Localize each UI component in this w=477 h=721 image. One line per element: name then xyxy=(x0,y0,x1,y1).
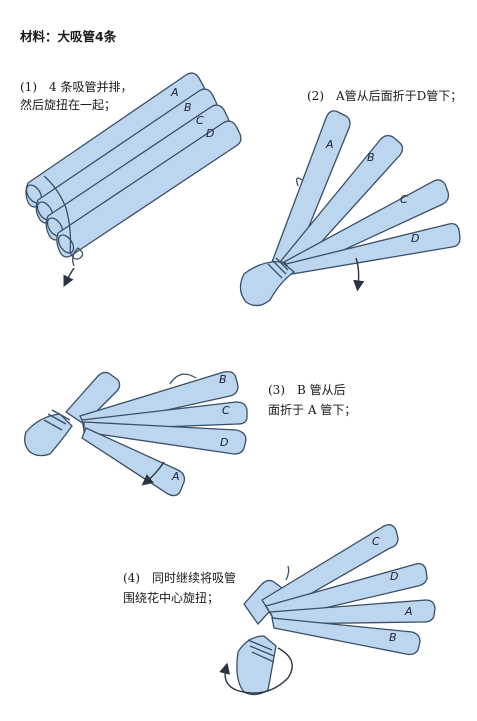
straw-label-d: D xyxy=(411,232,419,245)
twist-wrap xyxy=(43,409,71,431)
straw-c xyxy=(282,179,450,273)
straw-label-a: A xyxy=(171,470,180,483)
straw-d xyxy=(265,562,428,621)
straw-c xyxy=(261,524,399,617)
step-1-text-line-2: 然后旋扭在一起； xyxy=(20,98,117,112)
fold-direction-arrow xyxy=(353,257,365,292)
straw-label-a: A xyxy=(170,86,179,99)
straw-label-d: D xyxy=(390,570,398,583)
straw-a xyxy=(81,427,186,497)
twist-wrap xyxy=(247,639,275,663)
straw-label-b: B xyxy=(389,631,397,644)
fold-loop xyxy=(169,373,197,385)
straw-label-b: B xyxy=(184,101,192,114)
step-3-straw-fan xyxy=(24,370,248,497)
straw-b xyxy=(271,617,421,656)
step-4-text-line-2: 围绕花中心旋扭； xyxy=(123,591,220,605)
straw-label-c: C xyxy=(400,193,408,206)
step-2-text: (2) A管从后面折于D管下； xyxy=(307,89,463,103)
straw-b xyxy=(79,370,239,429)
straw-a xyxy=(268,599,436,625)
fold-direction-arrow xyxy=(141,461,165,486)
fold-loop xyxy=(285,565,290,581)
straw-label-c: C xyxy=(222,404,230,417)
step-4-straw-fan xyxy=(219,524,436,696)
straw-label-c: C xyxy=(196,114,204,127)
straw-d xyxy=(284,222,461,275)
straw-b xyxy=(278,134,404,271)
straw-label-d: D xyxy=(206,127,214,140)
step-1-text-line-1: (1) 4 条吸管并排， xyxy=(20,80,133,94)
rotation-arrow xyxy=(219,647,293,694)
fold-loop xyxy=(296,177,303,187)
step-1-straw-bundle xyxy=(25,72,242,288)
straw-label-a: A xyxy=(325,138,334,151)
straw-label-a: A xyxy=(404,605,413,618)
step-3-text-line-2: 面折于 A 管下； xyxy=(268,403,357,417)
twist-direction-arrow xyxy=(63,267,75,288)
straw-label-c: C xyxy=(372,535,380,548)
step-4-text-line-1: (4) 同时继续将吸管 xyxy=(123,571,236,585)
step-2-straw-fan xyxy=(239,110,461,307)
flower-base xyxy=(236,635,277,696)
straw-label-b: B xyxy=(367,151,375,164)
straw-d xyxy=(83,421,247,455)
materials-heading: 材料：大吸管4条 xyxy=(20,29,117,44)
straw-label-b: B xyxy=(219,373,227,386)
straw-label-d: D xyxy=(220,436,228,449)
straw-a xyxy=(271,110,351,269)
step-3-text-line-1: (3) B 管从后 xyxy=(268,383,346,397)
twist-wrap xyxy=(267,257,289,279)
twist-knot xyxy=(69,247,84,267)
twist-string xyxy=(43,175,72,253)
straw-c xyxy=(81,401,248,431)
straw-folded-end xyxy=(65,371,121,425)
flower-base xyxy=(24,413,73,457)
flower-base xyxy=(239,261,296,307)
straw-d xyxy=(56,120,242,258)
